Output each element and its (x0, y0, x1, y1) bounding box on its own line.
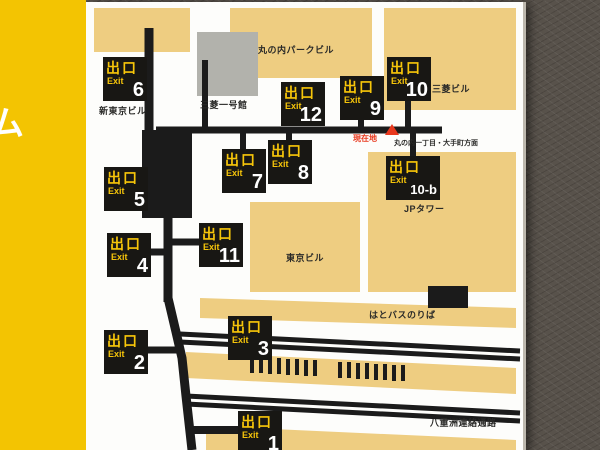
exit-number: 8 (297, 162, 309, 184)
exit-number: 2 (133, 352, 145, 374)
exit-map-panel: 丸の内パークビル 三菱一号館 新東京ビル 三菱ビル JPタワー 東京ビル はとバ… (86, 2, 523, 450)
crosswalk-bars (250, 357, 405, 381)
exit-sign-4: 出口 Exit 4 (107, 233, 151, 277)
exit-sign-6: 出口 Exit 6 (103, 57, 147, 101)
exit-sign-12: 出口 Exit 12 (281, 82, 325, 126)
exit-number: 10-b (410, 182, 437, 197)
current-location-marker (385, 124, 399, 135)
exit-number: 10 (405, 79, 428, 101)
exit-number: 1 (267, 433, 279, 450)
exit-jp-label: 出口 (389, 159, 421, 175)
exit-jp-label: 出口 (390, 60, 422, 76)
partial-kana-text: ム (0, 105, 24, 143)
exit-sign-1: 出口 Exit 1 (238, 411, 282, 450)
exit-jp-label: 出口 (343, 79, 375, 95)
exit-jp-label: 出口 (110, 236, 142, 252)
exit-sign-10: 出口 Exit 10 (387, 57, 431, 101)
exit-en-label: Exit (226, 168, 243, 178)
exit-sign-8: 出口 Exit 8 (268, 140, 312, 184)
exit-sign-11: 出口 Exit 11 (199, 223, 243, 267)
exit-en-label: Exit (107, 76, 124, 86)
label-yaesu-passage: 八重洲連絡通路 (430, 418, 497, 428)
exit-en-label: Exit (272, 159, 289, 169)
label-direction: 丸の内一丁目・大手町方面 (394, 140, 478, 147)
exit-number: 7 (251, 171, 263, 193)
label-hato-bus-stop: はとバスのりば (369, 310, 436, 320)
exit-jp-label: 出口 (106, 60, 138, 76)
exit-en-label: Exit (242, 430, 259, 440)
exit-en-label: Exit (391, 76, 408, 86)
exit-sign-7: 出口 Exit 7 (222, 149, 266, 193)
exit-en-label: Exit (108, 186, 125, 196)
exit-jp-label: 出口 (241, 414, 273, 430)
exit-jp-label: 出口 (284, 85, 316, 101)
exit-jp-label: 出口 (107, 170, 139, 186)
exit-number: 9 (369, 98, 381, 120)
exit-en-label: Exit (108, 349, 125, 359)
exit-number: 3 (257, 338, 269, 360)
label-current-location: 現在地 (353, 134, 377, 143)
label-mitsubishi-ichigokan: 三菱一号館 (200, 100, 248, 110)
label-jp-tower: JPタワー (404, 204, 445, 214)
exit-en-label: Exit (285, 101, 302, 111)
label-shin-tokyo-building: 新東京ビル (99, 106, 147, 116)
exit-sign-3: 出口 Exit 3 (228, 316, 272, 360)
exit-jp-label: 出口 (271, 143, 303, 159)
label-marunouchi-park-building: 丸の内パークビル (258, 45, 335, 55)
exit-sign-5: 出口 Exit 5 (104, 167, 148, 211)
exit-number: 5 (133, 189, 145, 211)
label-mitsubishi-building: 三菱ビル (432, 84, 471, 94)
exit-jp-label: 出口 (225, 152, 257, 168)
yellow-sign-edge: ム (0, 0, 86, 450)
exit-sign-9: 出口 Exit 9 (340, 76, 384, 120)
exit-number: 12 (299, 104, 322, 126)
exit-sign-10b: 出口 Exit 10-b (386, 156, 440, 200)
map-graphics (94, 8, 521, 450)
exit-jp-label: 出口 (231, 319, 263, 335)
exit-en-label: Exit (232, 335, 249, 345)
exit-sign-2: 出口 Exit 2 (104, 330, 148, 374)
exit-en-label: Exit (390, 175, 407, 185)
exit-number: 6 (132, 79, 144, 101)
exit-jp-label: 出口 (202, 226, 234, 242)
building-blocks (94, 8, 516, 450)
exit-jp-label: 出口 (107, 333, 139, 349)
label-tokyo-building: 東京ビル (286, 253, 325, 263)
exit-number: 4 (136, 255, 148, 277)
exit-en-label: Exit (111, 252, 128, 262)
exit-en-label: Exit (344, 95, 361, 105)
exit-en-label: Exit (203, 242, 220, 252)
exit-number: 11 (218, 245, 240, 267)
